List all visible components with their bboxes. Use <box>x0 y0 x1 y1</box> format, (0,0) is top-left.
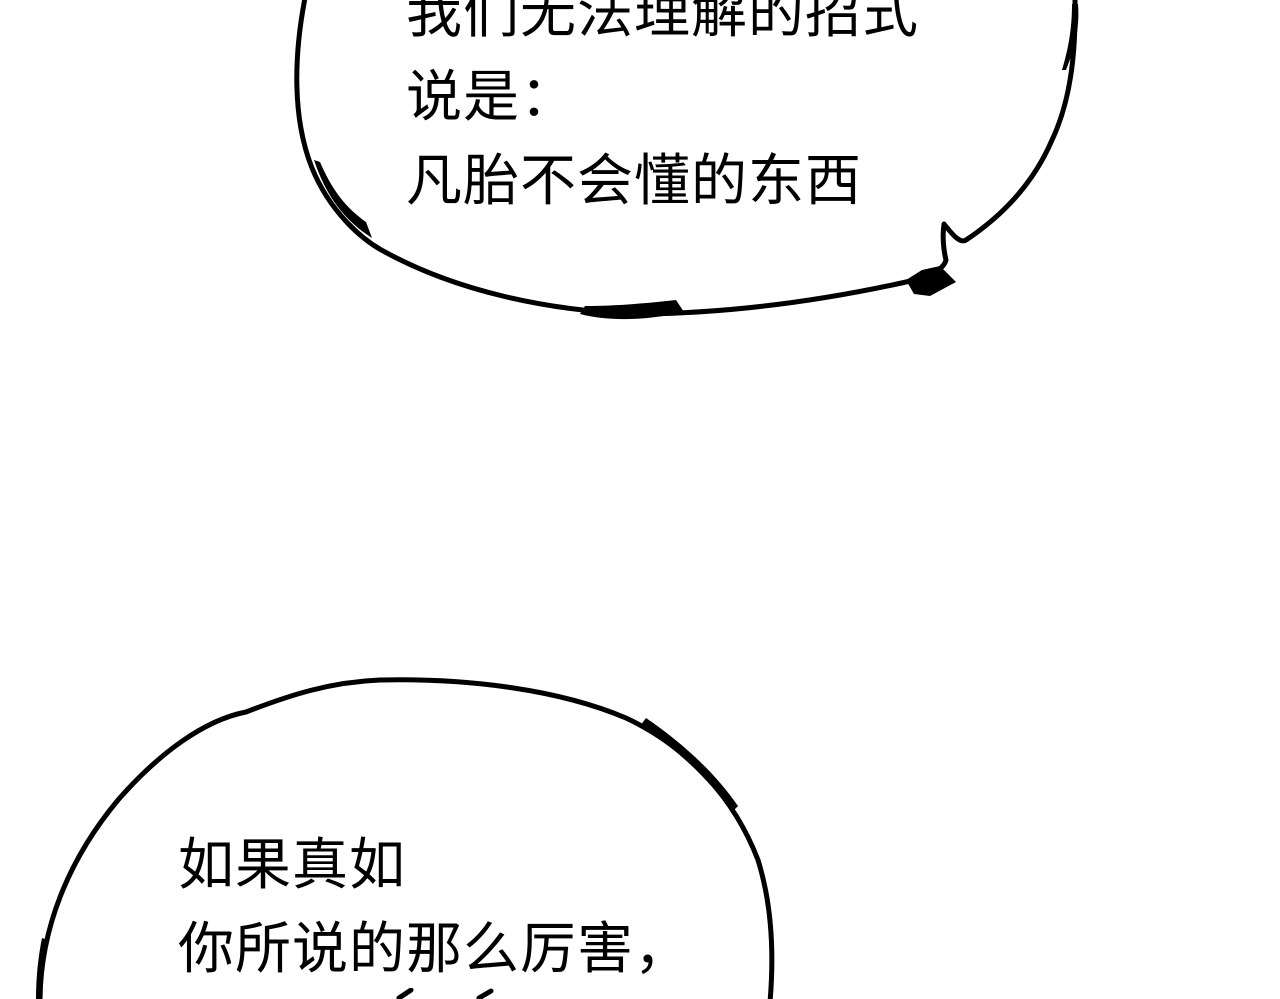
top-bubble-outline <box>294 0 1078 317</box>
top-bubble-text: 我们无法理解的招式 说是： 凡胎不会懂的东西 <box>406 0 919 224</box>
top-bubble-line-2: 说是： <box>406 65 577 130</box>
bottom-bubble-line-1: 如果真如 <box>178 833 406 898</box>
cut-off-text-fragment <box>396 988 494 999</box>
top-bubble-brush-right <box>1062 4 1079 70</box>
bottom-bubble-brush-right <box>640 718 738 812</box>
top-bubble-brush-left <box>314 160 372 238</box>
top-bubble-brush-bottom <box>580 300 684 320</box>
top-bubble-line-3: 凡胎不会懂的东西 <box>406 149 862 214</box>
bottom-bubble-text: 如果真如 你所说的那么厉害， <box>178 824 691 992</box>
bottom-bubble-brush-left <box>36 938 48 999</box>
top-bubble-brush-tail <box>906 266 956 296</box>
bottom-bubble-outline <box>37 677 775 999</box>
bottom-bubble-line-2: 你所说的那么厉害， <box>178 917 691 982</box>
top-bubble-line-1: 我们无法理解的招式 <box>406 0 919 46</box>
